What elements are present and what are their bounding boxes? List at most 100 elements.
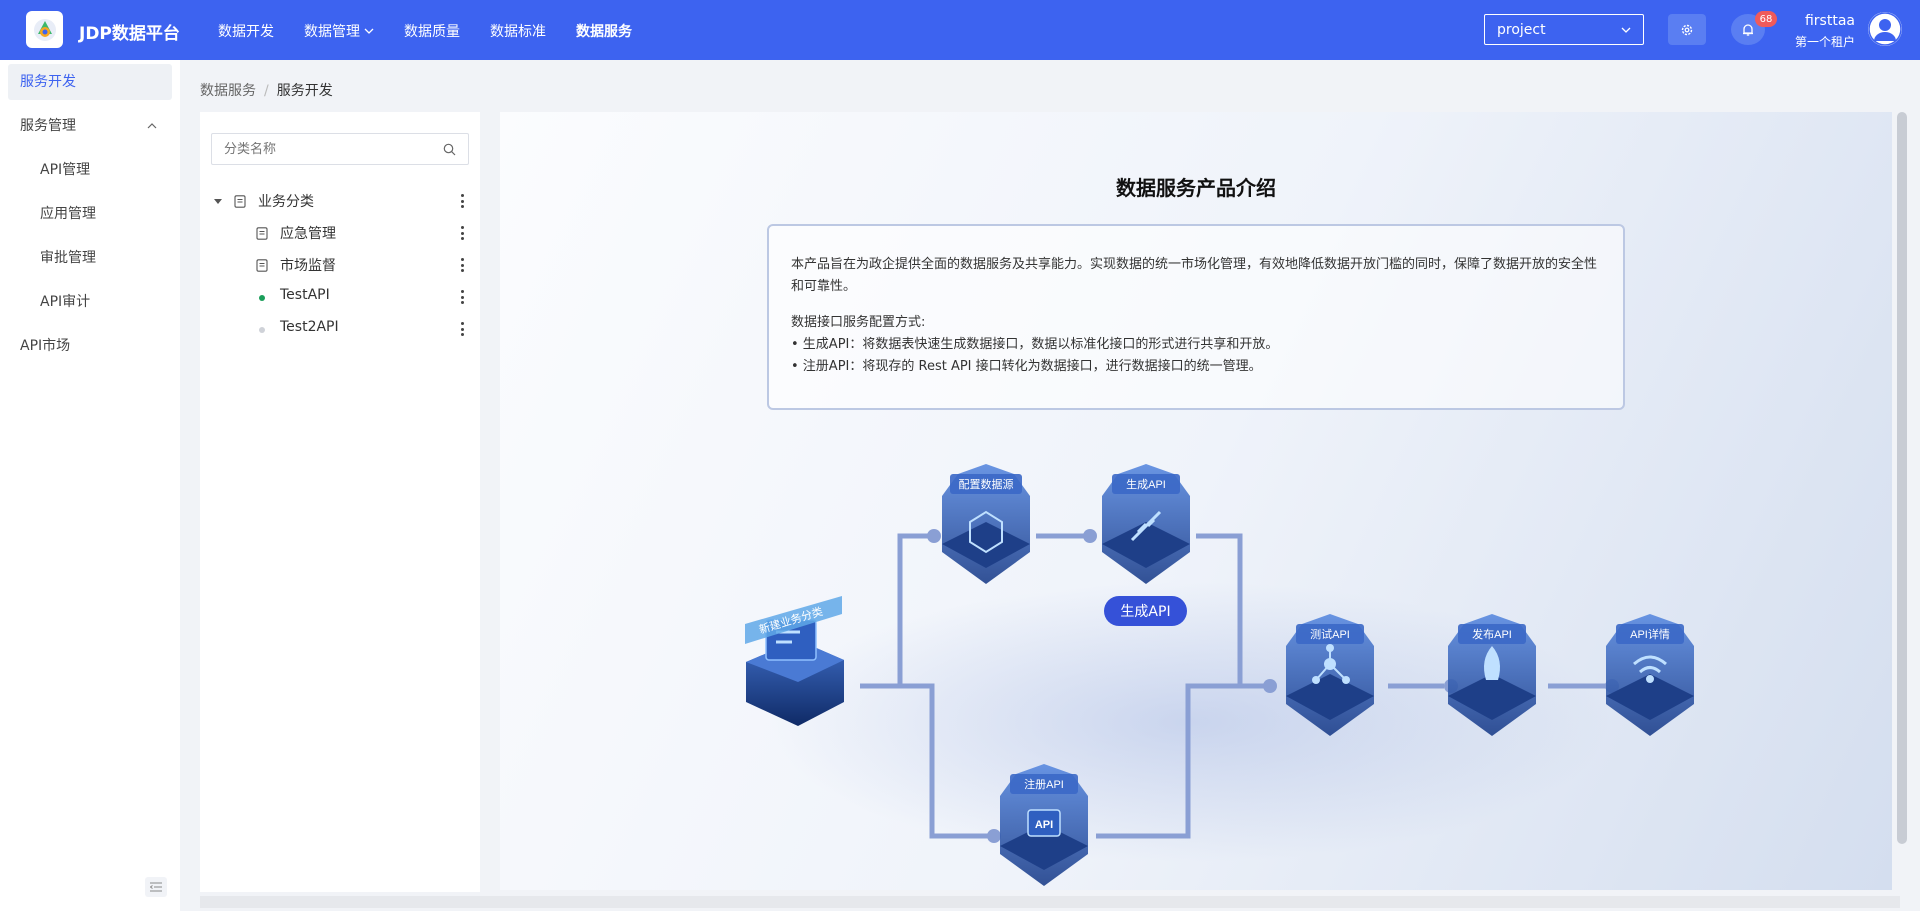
- intro-method-generate: • 生成API：将数据表快速生成数据接口，数据以标准化接口的形式进行共享和开放。: [791, 337, 1279, 352]
- status-online-dot: [259, 295, 265, 301]
- sidebar-item-service-management[interactable]: 服务管理: [0, 108, 180, 144]
- api-chip-text: API: [1035, 819, 1053, 831]
- more-vertical-icon[interactable]: [460, 258, 464, 272]
- tree-node-market-supervision[interactable]: 市场监督: [200, 249, 480, 281]
- settings-button[interactable]: [1668, 14, 1706, 45]
- user-name[interactable]: firsttaa: [1804, 13, 1855, 29]
- top-navbar: JDP数据平台 数据开发 数据管理 数据质量 数据标准 数据服务 project…: [0, 0, 1920, 60]
- search-icon[interactable]: [443, 143, 456, 156]
- flow-connectors: [860, 533, 1608, 839]
- content-scrollbar[interactable]: [1897, 112, 1907, 844]
- sidebar-item-label: 服务管理: [20, 118, 76, 134]
- folder-doc-icon: [256, 259, 268, 272]
- user-tenant: 第一个租户: [1794, 35, 1855, 49]
- data-cube-icon: [969, 510, 1003, 554]
- main-nav: 数据开发 数据管理 数据质量 数据标准 数据服务: [218, 21, 662, 41]
- user-avatar-icon: [1868, 12, 1902, 46]
- bell-icon: [1743, 23, 1753, 36]
- network-icon: [1312, 644, 1350, 684]
- panel-splitter[interactable]: [480, 112, 500, 892]
- horizontal-scrollbar[interactable]: [200, 896, 1900, 908]
- chevron-up-icon: [147, 123, 157, 129]
- flow-node-config-source[interactable]: 配置数据源: [942, 464, 1030, 584]
- api-chip-icon: [1027, 809, 1061, 837]
- project-select-value: project: [1497, 21, 1546, 38]
- flow-label-config-source: 配置数据源: [959, 477, 1014, 491]
- tree-node-label: 应急管理: [280, 226, 336, 242]
- breadcrumb-separator: /: [264, 83, 269, 99]
- service-flow-diagram: 新建业务分类 配置数据源 生成API API 注册API: [745, 464, 1694, 886]
- tree-node-business[interactable]: 业务分类: [200, 185, 480, 217]
- avatar[interactable]: [1868, 12, 1902, 46]
- breadcrumb-current: 服务开发: [276, 83, 333, 99]
- breadcrumb-parent[interactable]: 数据服务: [200, 83, 256, 99]
- sidebar-item-api-management[interactable]: API管理: [40, 162, 91, 178]
- nav-label: 数据标准: [490, 24, 546, 40]
- nav-label: 数据管理: [304, 24, 360, 40]
- sidebar-collapse-button[interactable]: [145, 877, 167, 897]
- sidebar-item-api-market[interactable]: API市场: [20, 338, 71, 354]
- nav-item-service[interactable]: 数据服务: [576, 21, 632, 41]
- tree-node-label: 市场监督: [280, 258, 336, 274]
- nav-label: 数据质量: [404, 24, 460, 40]
- sidebar: 服务开发 服务管理 API管理 应用管理 审批管理 API审计 API市场: [0, 60, 180, 911]
- nav-item-dev[interactable]: 数据开发: [218, 21, 274, 41]
- chevron-down-icon: [364, 28, 374, 34]
- nav-label: 数据开发: [218, 24, 274, 40]
- folder-doc-icon: [256, 227, 268, 240]
- intro-title: 数据服务产品介绍: [1116, 176, 1276, 200]
- tree-node-label: TestAPI: [280, 287, 330, 303]
- tree-node-emergency[interactable]: 应急管理: [200, 217, 480, 249]
- service-intro-panel: 数据服务产品介绍 本产品旨在为政企提供全面的数据服务及共享能力。实现数据的统一市…: [500, 112, 1892, 890]
- flow-label-api-detail: API详情: [1630, 627, 1670, 641]
- intro-description-box: 本产品旨在为政企提供全面的数据服务及共享能力。实现数据的统一市场化管理，有效地降…: [767, 224, 1625, 410]
- more-vertical-icon[interactable]: [460, 322, 464, 336]
- app-title: JDP数据平台: [79, 24, 180, 44]
- app-logo[interactable]: [26, 11, 63, 48]
- flow-node-publish-api[interactable]: 发布API: [1448, 614, 1536, 736]
- flow-label-generate-api: 生成API: [1126, 477, 1166, 491]
- status-offline-dot: [259, 327, 265, 333]
- flow-label-publish-api: 发布API: [1472, 627, 1512, 641]
- intro-method-register: • 注册API：将现存的 Rest API 接口转化为数据接口，进行数据接口的统…: [791, 359, 1262, 374]
- intro-methods-title: 数据接口服务配置方式:: [791, 315, 926, 330]
- category-search: [211, 133, 469, 165]
- tree-node-label: Test2API: [280, 319, 339, 335]
- more-vertical-icon[interactable]: [460, 290, 464, 304]
- nav-item-standard[interactable]: 数据标准: [490, 21, 546, 41]
- tree-node-test2api[interactable]: Test2API: [200, 313, 480, 345]
- flow-label-register-api: 注册API: [1024, 777, 1064, 791]
- flow-node-register-api[interactable]: API 注册API: [1000, 764, 1088, 886]
- nav-item-management[interactable]: 数据管理: [304, 21, 374, 41]
- logo-icon: [33, 18, 56, 41]
- category-search-input[interactable]: [224, 141, 424, 157]
- flow-label-test-api: 测试API: [1310, 628, 1350, 641]
- flow-node-new-category[interactable]: 新建业务分类: [745, 596, 844, 726]
- sidebar-item-api-audit[interactable]: API审计: [40, 294, 91, 310]
- nav-label: 数据服务: [576, 24, 632, 40]
- category-tree-panel: 业务分类 应急管理 市场监督 TestAPI Test2API: [200, 112, 480, 892]
- sidebar-item-service-dev[interactable]: 服务开发: [8, 64, 172, 100]
- flow-node-api-detail[interactable]: API详情: [1606, 614, 1694, 736]
- breadcrumb: 数据服务 / 服务开发: [200, 80, 333, 100]
- wifi-icon: [1633, 655, 1667, 683]
- nav-item-quality[interactable]: 数据质量: [404, 21, 460, 41]
- tree-node-testapi[interactable]: TestAPI: [200, 281, 480, 313]
- sidebar-item-app-management[interactable]: 应用管理: [40, 206, 96, 222]
- project-select[interactable]: project: [1484, 14, 1644, 45]
- flow-node-generate-api[interactable]: 生成API: [1102, 464, 1190, 584]
- chevron-down-icon: [1621, 27, 1631, 33]
- generate-api-button[interactable]: 生成API: [1104, 596, 1187, 626]
- plug-icon: [1130, 510, 1162, 542]
- more-vertical-icon[interactable]: [460, 194, 464, 208]
- flow-node-test-api[interactable]: 测试API: [1286, 614, 1374, 736]
- folder-doc-icon: [234, 195, 246, 208]
- gear-icon: [1681, 24, 1693, 35]
- more-vertical-icon[interactable]: [460, 226, 464, 240]
- sidebar-item-approval-management[interactable]: 审批管理: [40, 250, 96, 266]
- rocket-icon: [1484, 646, 1500, 680]
- caret-down-icon[interactable]: [213, 196, 223, 206]
- intro-paragraph: 本产品旨在为政企提供全面的数据服务及共享能力。实现数据的统一市场化管理，有效地降…: [791, 257, 1598, 294]
- notification-badge: 68: [1755, 11, 1777, 27]
- collapse-menu-icon: [150, 882, 162, 892]
